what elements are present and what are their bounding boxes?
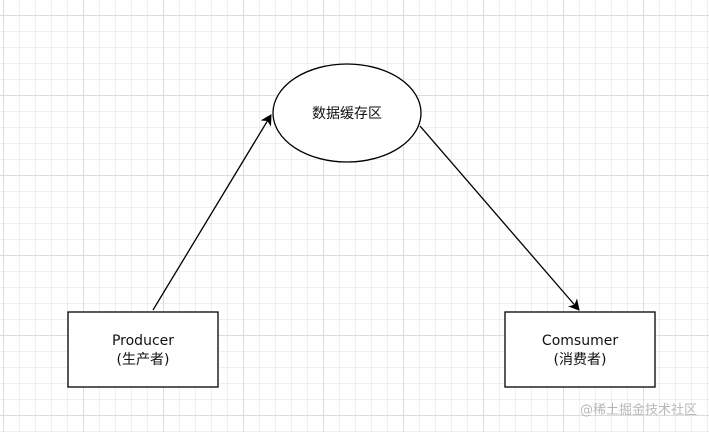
consumer-node[interactable]: Comsumer (消费者) (504, 311, 656, 388)
producer-label-line1: Producer (112, 333, 174, 349)
buffer-label: 数据缓存区 (312, 106, 382, 122)
consumer-label-line1: Comsumer (542, 333, 618, 349)
producer-label-line2: (生产者) (117, 352, 170, 368)
edge-producer-to-buffer (152, 114, 272, 311)
edge-buffer-to-consumer (419, 125, 580, 311)
producer-node[interactable]: Producer (生产者) (67, 311, 219, 388)
watermark-text: @稀土掘金技术社区 (579, 403, 697, 418)
consumer-box (504, 311, 656, 388)
consumer-label-line2: (消费者) (554, 352, 607, 368)
buffer-ellipse (272, 63, 422, 163)
producer-box (67, 311, 219, 388)
buffer-node[interactable]: 数据缓存区 (272, 63, 422, 163)
